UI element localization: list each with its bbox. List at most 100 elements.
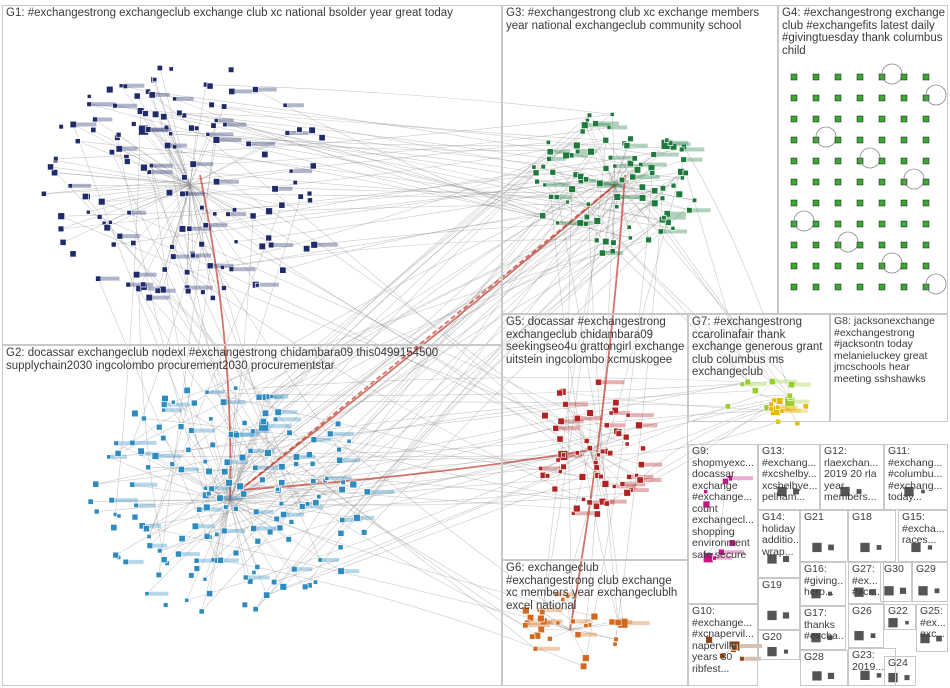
- edge: [189, 184, 225, 289]
- node-name-tag: [142, 286, 163, 291]
- node: [194, 125, 200, 131]
- node: [106, 85, 114, 94]
- edge: [587, 120, 616, 186]
- node: [202, 458, 208, 465]
- node: [57, 212, 66, 220]
- edge: [77, 140, 191, 186]
- node: [273, 515, 280, 523]
- node: [878, 94, 886, 102]
- node: [595, 378, 602, 386]
- group-label-g23: G23: 2019...: [852, 650, 885, 673]
- node-name-tag: [547, 619, 563, 624]
- edge: [43, 142, 549, 195]
- edge: [120, 85, 191, 186]
- edge: [151, 165, 209, 494]
- node: [193, 565, 201, 572]
- edge: [281, 217, 665, 504]
- node: [583, 623, 589, 629]
- edge: [189, 184, 194, 256]
- node-name-tag: [167, 402, 190, 407]
- node: [610, 239, 617, 246]
- node: [212, 211, 218, 217]
- edge: [186, 499, 231, 601]
- node: [326, 430, 334, 438]
- node-name-tag: [234, 89, 259, 94]
- node: [40, 190, 47, 197]
- node: [112, 551, 120, 559]
- node-name-tag: [666, 215, 686, 220]
- node: [856, 220, 864, 228]
- node: [312, 499, 320, 507]
- group-frame-g8: [830, 314, 948, 422]
- node: [612, 399, 620, 407]
- node: [337, 567, 345, 575]
- node: [724, 403, 731, 410]
- node: [208, 485, 215, 493]
- edge: [243, 154, 654, 495]
- node: [834, 220, 842, 228]
- edge: [598, 421, 779, 456]
- node: [114, 449, 122, 457]
- node: [585, 201, 591, 207]
- edge: [229, 499, 246, 578]
- node: [593, 237, 600, 244]
- edge: [567, 596, 571, 631]
- node: [657, 228, 664, 235]
- node: [586, 499, 593, 506]
- node: [609, 112, 615, 117]
- node: [834, 199, 842, 207]
- node: [220, 527, 228, 535]
- edge: [151, 127, 610, 166]
- node-name-tag: [305, 504, 323, 509]
- edge: [174, 98, 543, 217]
- node: [529, 633, 536, 640]
- node-name-tag: [209, 390, 225, 395]
- node: [645, 236, 652, 244]
- node: [110, 524, 118, 532]
- edge: [114, 111, 141, 515]
- node: [122, 558, 129, 566]
- node-name-tag: [145, 523, 162, 528]
- node: [602, 136, 610, 144]
- node: [579, 128, 586, 135]
- node-name-tag: [139, 272, 157, 277]
- node: [108, 219, 113, 225]
- edge: [597, 184, 616, 222]
- edge: [611, 114, 616, 186]
- edge: [158, 120, 217, 575]
- node: [231, 207, 238, 213]
- node-name-tag: [642, 423, 658, 428]
- node: [252, 606, 259, 613]
- node: [612, 641, 618, 647]
- node: [265, 234, 273, 242]
- node: [169, 244, 175, 250]
- node: [168, 131, 174, 137]
- node: [739, 381, 745, 387]
- node: [50, 169, 59, 177]
- node-name-tag: [289, 130, 309, 135]
- edge: [219, 172, 537, 499]
- group-label-g18: G18: [852, 512, 872, 523]
- node: [719, 652, 726, 659]
- node-name-tag: [185, 191, 205, 196]
- node-name-tag: [567, 453, 583, 458]
- node-name-tag: [239, 432, 255, 437]
- edge: [313, 439, 584, 500]
- group-frame-g7: [688, 314, 830, 422]
- edge: [186, 447, 590, 601]
- node-name-tag: [269, 395, 284, 400]
- node: [636, 476, 644, 484]
- edge: [50, 166, 191, 186]
- node: [203, 532, 211, 540]
- edge: [229, 499, 357, 519]
- node: [899, 586, 907, 595]
- node: [278, 463, 286, 471]
- node: [570, 618, 576, 625]
- node: [307, 197, 313, 204]
- edge: [229, 489, 343, 501]
- edge: [605, 168, 792, 385]
- node: [151, 452, 160, 460]
- node: [875, 544, 883, 551]
- edge: [552, 172, 624, 624]
- node: [86, 101, 92, 107]
